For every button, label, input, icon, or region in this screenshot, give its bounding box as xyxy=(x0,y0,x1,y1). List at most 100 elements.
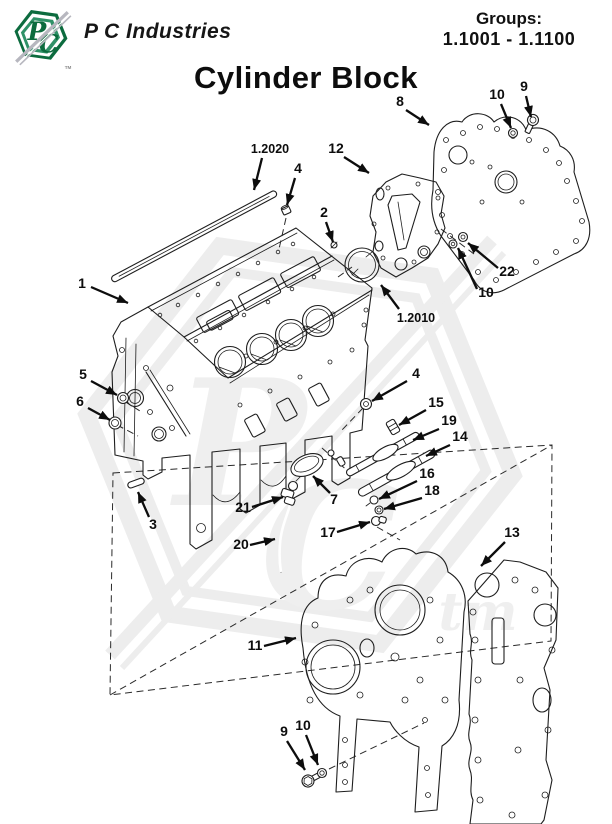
callout-label: 8 xyxy=(396,93,404,109)
callout-10: 10 xyxy=(456,247,494,300)
callout-17: 17 xyxy=(320,520,371,540)
callout-arrow xyxy=(136,491,151,518)
callout-arrow xyxy=(524,95,533,118)
callout-arrow xyxy=(412,427,440,442)
part-cup-plug-6 xyxy=(108,416,122,430)
assembly-axis-lines xyxy=(116,217,475,770)
callout-label: 22 xyxy=(499,263,515,279)
callout-label: 3 xyxy=(149,516,157,532)
callout-arrow xyxy=(90,379,118,397)
groups-label: Groups: xyxy=(475,9,543,28)
callout-14: 14 xyxy=(425,428,468,458)
rear-gasket-holes xyxy=(469,576,556,819)
callout-arrow xyxy=(263,636,297,648)
callout-arrow xyxy=(467,242,499,269)
callout-7: 7 xyxy=(312,475,338,507)
part-fitting-16 xyxy=(365,495,379,507)
part-cup-plug-5 xyxy=(116,391,130,405)
front-cover-holes xyxy=(301,586,449,798)
part-nut-22 xyxy=(457,231,469,243)
callout-19: 19 xyxy=(412,412,457,442)
callout-label: 17 xyxy=(320,524,336,540)
callout-5: 5 xyxy=(79,366,118,397)
watermark-logo: P C tm xyxy=(77,235,523,671)
callout-arrow xyxy=(343,156,370,174)
callout-label: 21 xyxy=(235,499,251,515)
part-cylinder-block xyxy=(111,227,373,550)
callout-arrow xyxy=(480,541,506,567)
groups-block: Groups: 1.1001 - 1.1100 xyxy=(425,9,593,49)
callout-arrow xyxy=(324,221,335,243)
part-washer-18 xyxy=(374,505,384,515)
callout-label: 10 xyxy=(489,86,505,102)
callout-10: 10 xyxy=(489,86,513,129)
callout-label: 11 xyxy=(248,637,263,653)
callout-13: 13 xyxy=(480,524,520,567)
part-drain-tube-20 xyxy=(278,495,296,573)
deck-openings xyxy=(196,256,321,333)
callout-label: 1.2010 xyxy=(397,311,435,325)
part-pipe-plug-top xyxy=(280,204,292,216)
callout-label: 20 xyxy=(233,536,249,552)
callout-18: 18 xyxy=(383,482,440,511)
pc-hexagon-logo: P C TM xyxy=(14,10,72,70)
callout-label: 10 xyxy=(295,717,311,733)
callout-12: 12 xyxy=(328,140,370,174)
brand-name: P C Industries xyxy=(84,20,232,43)
callout-22: 22 xyxy=(467,242,515,279)
callout-label: 12 xyxy=(328,140,344,156)
callout-arrow xyxy=(304,734,320,766)
part-rear-gasket-13 xyxy=(467,559,559,824)
callout-16: 16 xyxy=(378,465,435,501)
callout-arrow xyxy=(87,406,111,422)
part-nut-4 xyxy=(359,397,373,411)
callout-8: 8 xyxy=(396,93,430,126)
callout-11: 11 xyxy=(248,636,297,653)
callout-arrow xyxy=(499,103,513,129)
callout-label: 5 xyxy=(79,366,87,382)
callout-label: 16 xyxy=(419,465,435,481)
part-bolt-top xyxy=(524,113,540,134)
callout-label: 1 xyxy=(78,275,86,291)
part-seal-ring xyxy=(344,247,380,283)
callout-label: 10 xyxy=(478,284,494,300)
callout-2: 2 xyxy=(320,204,335,243)
part-clamp-17 xyxy=(370,515,387,527)
callout-arrow xyxy=(405,109,430,126)
logo-hexagon-inner-field xyxy=(24,20,56,51)
callout-label: 9 xyxy=(280,723,288,739)
callout-label: 13 xyxy=(504,524,520,540)
callout-label: 6 xyxy=(76,393,84,409)
callout-arrow xyxy=(312,475,331,494)
part-washer-mid xyxy=(448,239,458,249)
callout-label: 7 xyxy=(330,491,338,507)
part-rear-plate xyxy=(431,113,591,294)
part-nozzle-tube-14 xyxy=(357,449,436,497)
callout-arrow xyxy=(90,285,129,305)
callout-1: 1 xyxy=(78,275,129,305)
callout-9: 9 xyxy=(520,78,533,118)
callout-9: 9 xyxy=(280,723,306,771)
logo-pencil-icon xyxy=(15,11,72,66)
callout-label: 18 xyxy=(424,482,440,498)
callout-4: 4 xyxy=(285,160,302,206)
callout-arrow xyxy=(336,520,371,534)
callout-21: 21 xyxy=(235,495,284,515)
callout-label: 19 xyxy=(441,412,457,428)
callout-label: 2 xyxy=(320,204,328,220)
callout-arrow xyxy=(425,443,451,458)
part-cup-plug-7 xyxy=(290,452,324,478)
part-small-studs xyxy=(327,449,346,467)
callout-arrow xyxy=(456,247,479,290)
page-title: Cylinder Block xyxy=(193,60,419,95)
part-dowel-pin-3 xyxy=(127,477,145,489)
callout-label: 14 xyxy=(452,428,468,444)
part-clamp-21 xyxy=(280,476,301,500)
callout-4: 4 xyxy=(371,365,420,402)
callout-arrow xyxy=(252,157,264,191)
logo-tm-text: TM xyxy=(65,65,72,70)
company-logo: P C TM xyxy=(10,5,74,76)
callout-15: 15 xyxy=(398,394,444,427)
watermark-tm-text: tm xyxy=(438,582,517,643)
